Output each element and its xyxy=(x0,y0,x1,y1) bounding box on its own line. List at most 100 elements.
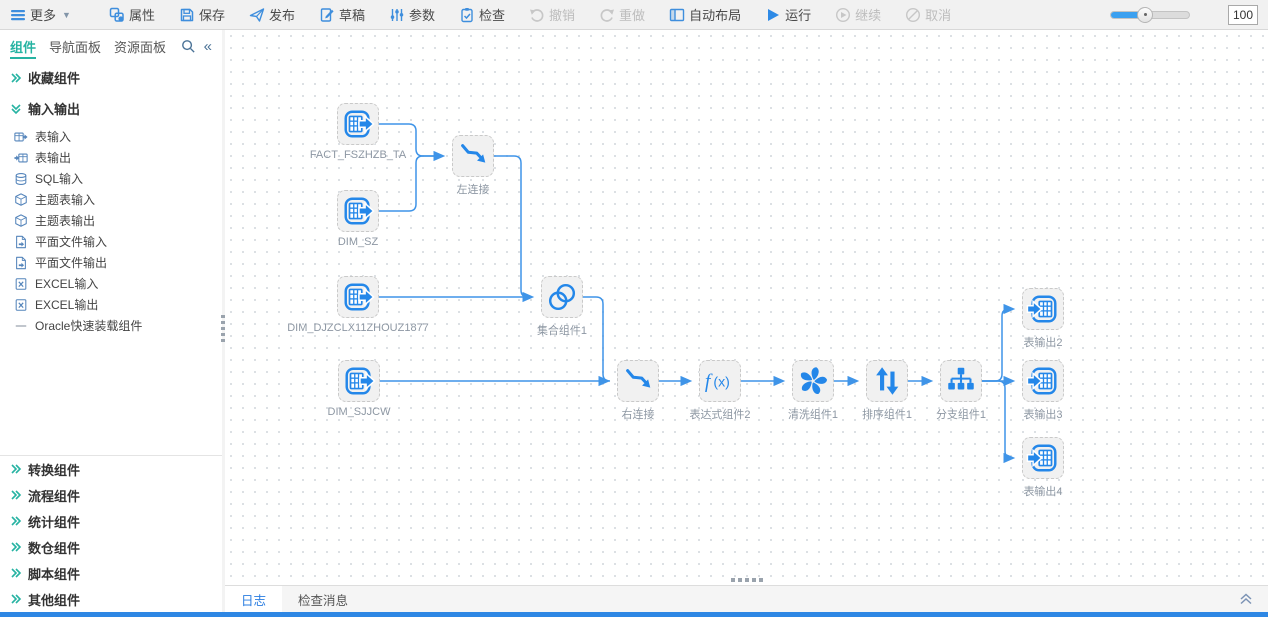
zoom-slider-handle[interactable] xyxy=(1137,6,1153,23)
node-box[interactable] xyxy=(617,360,659,402)
collapse-sidebar-icon[interactable]: « xyxy=(203,37,212,55)
auto-layout-button[interactable]: 自动布局 xyxy=(669,5,741,24)
more-label: 更多 xyxy=(30,8,57,23)
node-branch-component[interactable]: 分支组件1 xyxy=(936,360,986,422)
section-flow-components[interactable]: 流程组件 xyxy=(0,482,222,508)
section-other-components[interactable]: 其他组件 xyxy=(0,586,222,612)
bottom-accent-bar xyxy=(0,612,1268,617)
flow-canvas[interactable]: FACT_FSZHZB_TA DIM_SZ 左连接 DIM_DJZCLX11ZH… xyxy=(225,30,1268,585)
component-label: 表输入 xyxy=(35,130,72,144)
node-box[interactable] xyxy=(1022,288,1064,330)
draft-button[interactable]: 草稿 xyxy=(319,5,365,24)
node-box[interactable] xyxy=(866,360,908,402)
cancel-icon xyxy=(905,7,921,23)
node-right-join[interactable]: 右连接 xyxy=(617,360,659,422)
sidebar-body: 收藏组件 输入输出 表输入 表输出 xyxy=(0,62,222,612)
sidebar-resize-handle[interactable] xyxy=(221,30,225,612)
node-box[interactable] xyxy=(940,360,982,402)
node-expression-component[interactable]: 表达式组件2 xyxy=(689,360,751,422)
node-box[interactable] xyxy=(792,360,834,402)
table-output-icon xyxy=(14,151,28,165)
tab-resource-panel[interactable]: 资源面板 xyxy=(114,39,167,55)
node-label: 表达式组件2 xyxy=(689,409,751,421)
run-label: 运行 xyxy=(785,8,812,23)
node-label: 集合组件1 xyxy=(536,325,588,337)
tab-check-messages[interactable]: 检查消息 xyxy=(298,593,349,608)
cube-icon xyxy=(14,193,28,207)
search-icon[interactable] xyxy=(181,39,196,54)
zoom-value-input[interactable] xyxy=(1228,4,1258,25)
component-label: EXCEL输入 xyxy=(35,277,99,291)
component-label: 主题表输入 xyxy=(35,193,96,207)
publish-icon xyxy=(249,7,265,23)
check-button[interactable]: 检查 xyxy=(459,5,505,24)
auto-layout-icon xyxy=(669,7,685,23)
node-box[interactable] xyxy=(337,276,379,318)
section-input-output[interactable]: 输入输出 xyxy=(0,93,222,124)
node-fact-fszhzb-ta[interactable]: FACT_FSZHZB_TA xyxy=(310,103,406,161)
section-transform-components[interactable]: 转换组件 xyxy=(0,456,222,482)
zoom-slider[interactable] xyxy=(1110,6,1190,23)
section-warehouse-components[interactable]: 数仓组件 xyxy=(0,534,222,560)
tab-components[interactable]: 组件 xyxy=(10,30,37,62)
node-dim-sjjcw[interactable]: DIM_SJJCW xyxy=(328,360,390,418)
redo-button: 重做 xyxy=(599,5,645,24)
sort-arrows-icon xyxy=(870,364,904,398)
component-table-output[interactable]: 表输出 xyxy=(14,147,222,168)
section-favorite-components[interactable]: 收藏组件 xyxy=(0,62,222,93)
node-table-output-2[interactable]: 表输出2 xyxy=(1022,288,1064,350)
expand-panel-icon[interactable] xyxy=(1238,591,1254,607)
component-excel-input[interactable]: EXCEL输入 xyxy=(14,273,222,294)
component-flat-file-output[interactable]: 平面文件输出 xyxy=(14,252,222,273)
node-table-output-4[interactable]: 表输出4 xyxy=(1022,437,1064,499)
run-button[interactable]: 运行 xyxy=(765,5,811,24)
undo-label: 撤销 xyxy=(549,8,576,23)
tab-navigation-panel[interactable]: 导航面板 xyxy=(49,39,102,55)
save-label: 保存 xyxy=(198,8,225,23)
component-flat-file-input[interactable]: 平面文件输入 xyxy=(14,231,222,252)
node-dim-sz[interactable]: DIM_SZ xyxy=(337,190,379,248)
node-box[interactable] xyxy=(337,103,379,145)
table-input-icon xyxy=(341,280,375,314)
node-box[interactable] xyxy=(1022,437,1064,479)
parameters-button[interactable]: 参数 xyxy=(389,5,435,24)
panel-resize-handle[interactable] xyxy=(730,578,763,582)
cancel-label: 取消 xyxy=(925,8,952,23)
node-sort-component[interactable]: 排序组件1 xyxy=(862,360,912,422)
component-subject-table-output[interactable]: 主题表输出 xyxy=(14,210,222,231)
draft-icon xyxy=(319,7,335,23)
section-script-components[interactable]: 脚本组件 xyxy=(0,560,222,586)
node-box[interactable] xyxy=(699,360,741,402)
section-statistics-components[interactable]: 统计组件 xyxy=(0,508,222,534)
tab-log[interactable]: 日志 xyxy=(225,586,283,612)
component-oracle-fast-loader[interactable]: Oracle快速装载组件 xyxy=(14,315,222,336)
component-table-input[interactable]: 表输入 xyxy=(14,126,222,147)
node-dim-djzclx[interactable]: DIM_DJZCLX11ZHOUZ1877 xyxy=(287,276,429,334)
node-box[interactable] xyxy=(1022,360,1064,402)
join-icon xyxy=(456,139,490,173)
node-box[interactable] xyxy=(338,360,380,402)
node-table-output-3[interactable]: 表输出3 xyxy=(1022,360,1064,422)
join-icon xyxy=(621,364,655,398)
cancel-button: 取消 xyxy=(905,5,951,24)
component-excel-output[interactable]: EXCEL输出 xyxy=(14,294,222,315)
more-button[interactable]: 更多 ▼ xyxy=(10,5,71,24)
undo-icon xyxy=(529,7,545,23)
node-left-join[interactable]: 左连接 xyxy=(452,135,494,197)
properties-label: 属性 xyxy=(128,8,155,23)
node-box[interactable] xyxy=(541,276,583,318)
component-sql-input[interactable]: SQL输入 xyxy=(14,168,222,189)
node-clean-component[interactable]: 清洗组件1 xyxy=(788,360,838,422)
node-box[interactable] xyxy=(452,135,494,177)
parameters-label: 参数 xyxy=(409,8,436,23)
node-union-component[interactable]: 集合组件1 xyxy=(537,276,587,338)
chevron-down-icon: ▼ xyxy=(62,9,71,20)
drag-dots-vertical[interactable] xyxy=(221,315,225,342)
section-label: 统计组件 xyxy=(28,514,81,530)
publish-button[interactable]: 发布 xyxy=(249,5,295,24)
save-button[interactable]: 保存 xyxy=(179,5,225,24)
properties-button[interactable]: 属性 xyxy=(109,5,155,24)
component-subject-table-input[interactable]: 主题表输入 xyxy=(14,189,222,210)
node-label: DIM_SZ xyxy=(337,236,379,248)
node-box[interactable] xyxy=(337,190,379,232)
